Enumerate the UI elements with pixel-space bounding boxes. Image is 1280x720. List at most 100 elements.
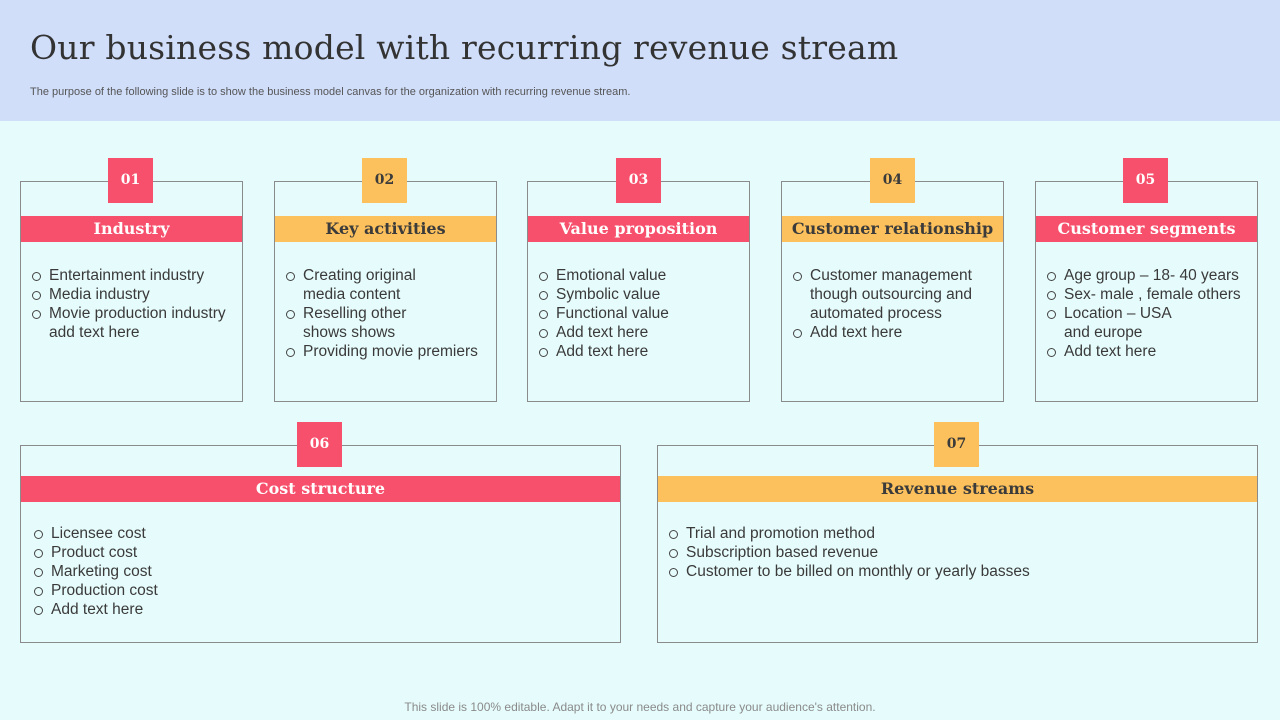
list-item: Licensee cost	[33, 524, 614, 543]
bullet-circle-icon	[669, 568, 678, 577]
bullet-circle-icon	[1047, 291, 1056, 300]
footer-note: This slide is 100% editable. Adapt it to…	[404, 700, 876, 714]
bullet-circle-icon	[34, 606, 43, 615]
bullet-circle-icon	[539, 291, 548, 300]
list-item: Providing movie premiers	[285, 342, 490, 361]
bullet-circle-icon	[1047, 310, 1056, 319]
list-item-text: Add text here	[1064, 343, 1157, 360]
list-item-text: Trial and promotion method	[686, 525, 875, 542]
list-item-text: Add text here	[51, 601, 144, 618]
bullet-circle-icon	[32, 291, 41, 300]
list-item-text: Licensee cost	[51, 525, 146, 542]
badge-number: 06	[297, 422, 342, 467]
list-item-text: Marketing cost	[51, 563, 152, 580]
badge-number: 04	[870, 158, 915, 203]
list-item: Add text here	[538, 342, 743, 361]
list-item: Production cost	[33, 581, 614, 600]
list-item: Add text here	[538, 323, 743, 342]
bullet-circle-icon	[793, 272, 802, 281]
card-heading: Key activities	[275, 216, 496, 242]
bullet-circle-icon	[286, 310, 295, 319]
list-item-text: Entertainment industry	[49, 267, 205, 284]
list-item: Customer management though outsourcing a…	[792, 266, 997, 323]
list-item: Location – USA and europe	[1046, 304, 1251, 342]
card-key-activities: Key activities Creating original media c…	[274, 181, 497, 402]
list-item: Media industry	[31, 285, 236, 304]
slide-title: Our business model with recurring revenu…	[30, 28, 899, 67]
list-item: Add text here	[1046, 342, 1251, 361]
list-item: Marketing cost	[33, 562, 614, 581]
bullet-circle-icon	[34, 530, 43, 539]
list-item-text: Subscription based revenue	[686, 544, 879, 561]
list-item-text: Production cost	[51, 582, 158, 599]
bullet-circle-icon	[793, 329, 802, 338]
bullet-circle-icon	[539, 329, 548, 338]
list-item: Movie production industry add text here	[31, 304, 236, 342]
list-item: Subscription based revenue	[668, 543, 1251, 562]
header-banner: Our business model with recurring revenu…	[0, 0, 1280, 121]
list-item: Emotional value	[538, 266, 743, 285]
bullet-circle-icon	[539, 348, 548, 357]
list-item-text: Media industry	[49, 286, 150, 303]
bullet-circle-icon	[1047, 272, 1056, 281]
bullet-circle-icon	[34, 568, 43, 577]
list-item-text: Sex- male , female others	[1064, 286, 1241, 303]
bullet-circle-icon	[286, 348, 295, 357]
bullet-circle-icon	[34, 549, 43, 558]
card-customer-relationship: Customer relationship Customer managemen…	[781, 181, 1004, 402]
list-item-text: Location – USA and europe	[1064, 305, 1172, 341]
list-item: Reselling other shows shows	[285, 304, 490, 342]
list-item-text: Symbolic value	[556, 286, 661, 303]
badge-number: 07	[934, 422, 979, 467]
list-item-text: Reselling other shows shows	[303, 305, 407, 341]
card-heading: Revenue streams	[658, 476, 1257, 502]
bullet-circle-icon	[32, 310, 41, 319]
bullet-list: Customer management though outsourcing a…	[792, 266, 997, 342]
list-item-text: Customer to be billed on monthly or year…	[686, 563, 1030, 580]
list-item: Creating original media content	[285, 266, 490, 304]
slide-subtitle: The purpose of the following slide is to…	[30, 86, 631, 98]
list-item: Customer to be billed on monthly or year…	[668, 562, 1251, 581]
list-item: Entertainment industry	[31, 266, 236, 285]
list-item: Sex- male , female others	[1046, 285, 1251, 304]
card-customer-segments: Customer segments Age group – 18- 40 yea…	[1035, 181, 1258, 402]
list-item-text: Add text here	[556, 324, 649, 341]
list-item: Functional value	[538, 304, 743, 323]
list-item-text: Product cost	[51, 544, 138, 561]
list-item-text: Add text here	[556, 343, 649, 360]
card-heading: Customer segments	[1036, 216, 1257, 242]
badge-number: 05	[1123, 158, 1168, 203]
list-item: Symbolic value	[538, 285, 743, 304]
card-heading: Customer relationship	[782, 216, 1003, 242]
list-item-text: Functional value	[556, 305, 669, 322]
bullet-circle-icon	[539, 272, 548, 281]
bullet-circle-icon	[669, 549, 678, 558]
list-item-text: Movie production industry add text here	[49, 305, 226, 341]
card-heading: Value proposition	[528, 216, 749, 242]
list-item-text: Add text here	[810, 324, 903, 341]
list-item-text: Creating original media content	[303, 267, 416, 303]
list-item: Add text here	[33, 600, 614, 619]
card-heading: Cost structure	[21, 476, 620, 502]
bullet-circle-icon	[539, 310, 548, 319]
bullet-circle-icon	[286, 272, 295, 281]
list-item: Age group – 18- 40 years	[1046, 266, 1251, 285]
list-item: Add text here	[792, 323, 997, 342]
card-revenue-streams: Revenue streams Trial and promotion meth…	[657, 445, 1258, 643]
bullet-circle-icon	[32, 272, 41, 281]
badge-number: 02	[362, 158, 407, 203]
list-item-text: Age group – 18- 40 years	[1064, 267, 1239, 284]
list-item: Product cost	[33, 543, 614, 562]
bullet-circle-icon	[1047, 348, 1056, 357]
bullet-circle-icon	[34, 587, 43, 596]
list-item-text: Emotional value	[556, 267, 667, 284]
list-item-text: Customer management though outsourcing a…	[810, 267, 973, 322]
badge-number: 01	[108, 158, 153, 203]
